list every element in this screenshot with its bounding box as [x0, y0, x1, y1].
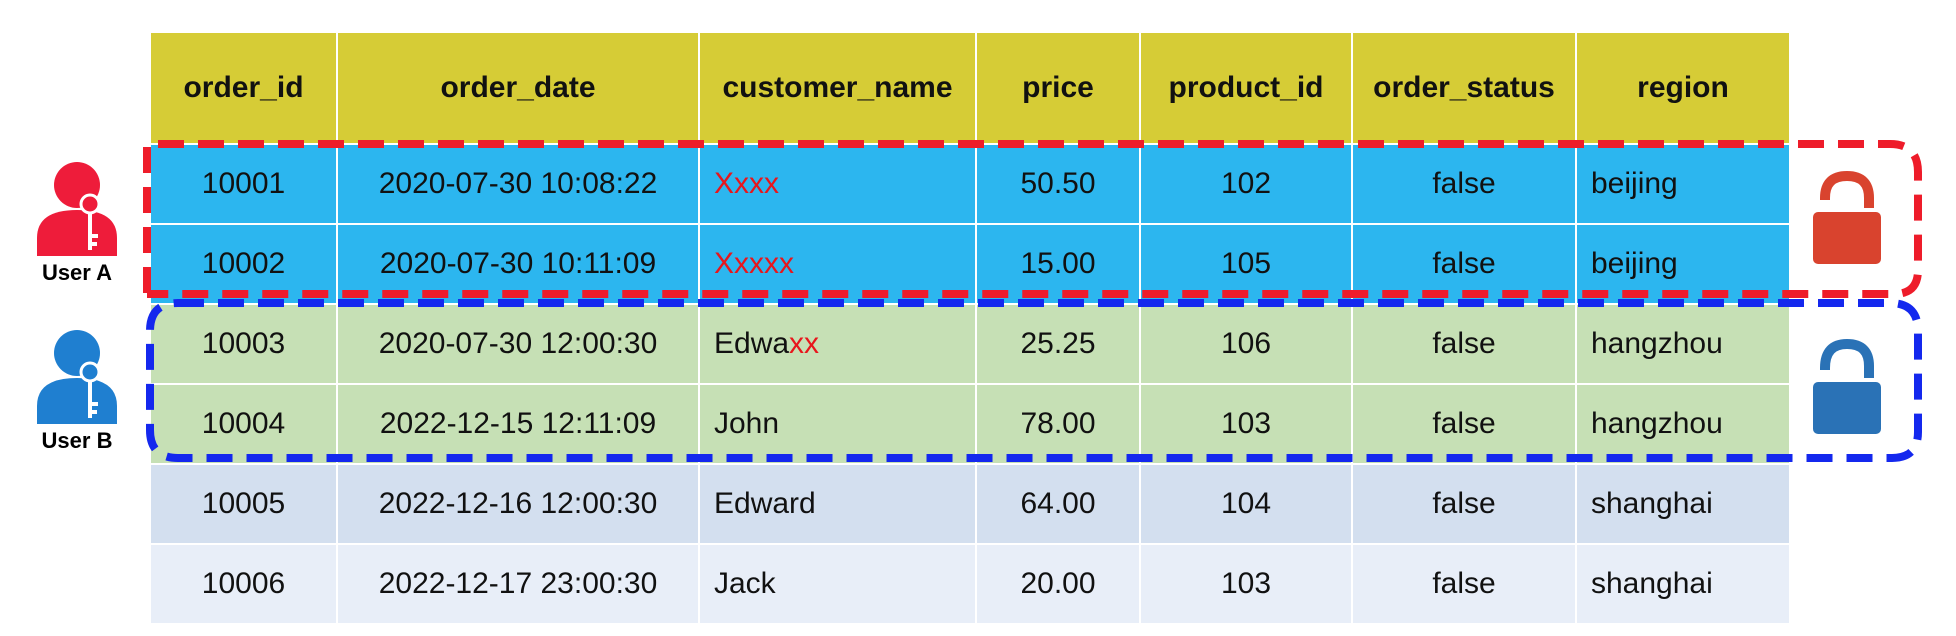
cell-region: beijing — [1577, 145, 1789, 223]
column-header: product_id — [1141, 33, 1351, 143]
cell-region: hangzhou — [1577, 305, 1789, 383]
cell-price: 25.25 — [977, 305, 1139, 383]
cell-product-id: 105 — [1141, 225, 1351, 303]
cell-order-id: 10002 — [151, 225, 336, 303]
cell-order-id: 10004 — [151, 385, 336, 463]
cell-price: 64.00 — [977, 465, 1139, 543]
cell-region: beijing — [1577, 225, 1789, 303]
orders-table: order_id order_date customer_name price … — [151, 33, 1789, 623]
cell-order-id: 10006 — [151, 545, 336, 623]
customer-name-masked: Xxxxx — [714, 247, 795, 280]
customer-name-masked: xx — [789, 327, 820, 360]
user-a: User A — [22, 158, 132, 286]
column-header: order_date — [338, 33, 698, 143]
cell-product-id: 102 — [1141, 145, 1351, 223]
cell-region: hangzhou — [1577, 385, 1789, 463]
cell-order-status: false — [1353, 145, 1575, 223]
customer-name-visible: Edward — [714, 487, 816, 520]
customer-name-visible: Edwa — [714, 327, 790, 360]
unlocked-padlock-icon — [1813, 338, 1881, 434]
cell-order-status: false — [1353, 225, 1575, 303]
cell-order-date: 2022-12-15 12:11:09 — [338, 385, 698, 463]
user-b: User B — [22, 326, 132, 454]
cell-product-id: 106 — [1141, 305, 1351, 383]
cell-order-date: 2020-07-30 12:00:30 — [338, 305, 698, 383]
cell-order-date: 2022-12-16 12:00:30 — [338, 465, 698, 543]
cell-order-date: 2020-07-30 10:08:22 — [338, 145, 698, 223]
cell-order-status: false — [1353, 465, 1575, 543]
cell-product-id: 103 — [1141, 385, 1351, 463]
cell-order-status: false — [1353, 385, 1575, 463]
cell-order-status: false — [1353, 305, 1575, 383]
cell-customer-name: Xxxxx — [700, 225, 975, 303]
cell-customer-name: John — [700, 385, 975, 463]
cell-order-id: 10003 — [151, 305, 336, 383]
cell-order-date: 2022-12-17 23:00:30 — [338, 545, 698, 623]
cell-product-id: 103 — [1141, 545, 1351, 623]
user-a-label: User A — [41, 260, 113, 285]
column-header: order_status — [1353, 33, 1575, 143]
customer-name-masked: Xxxx — [714, 167, 780, 200]
cell-order-id: 10005 — [151, 465, 336, 543]
cell-product-id: 104 — [1141, 465, 1351, 543]
customer-name-visible: John — [714, 407, 780, 440]
cell-price: 15.00 — [977, 225, 1139, 303]
cell-customer-name: Jack — [700, 545, 975, 623]
user-b-label: User B — [41, 428, 113, 453]
cell-price: 20.00 — [977, 545, 1139, 623]
column-header: price — [977, 33, 1139, 143]
column-header: customer_name — [700, 33, 975, 143]
column-header: region — [1577, 33, 1789, 143]
cell-order-id: 10001 — [151, 145, 336, 223]
column-header: order_id — [151, 33, 336, 143]
user-with-key-icon — [37, 162, 117, 256]
cell-price: 78.00 — [977, 385, 1139, 463]
cell-price: 50.50 — [977, 145, 1139, 223]
unlocked-padlock-icon — [1813, 170, 1881, 264]
user-with-key-icon — [37, 330, 117, 424]
cell-order-status: false — [1353, 545, 1575, 623]
cell-region: shanghai — [1577, 465, 1789, 543]
cell-region: shanghai — [1577, 545, 1789, 623]
cell-customer-name: Xxxx — [700, 145, 975, 223]
cell-customer-name: Edward — [700, 465, 975, 543]
customer-name-visible: Jack — [714, 567, 776, 600]
cell-order-date: 2020-07-30 10:11:09 — [338, 225, 698, 303]
